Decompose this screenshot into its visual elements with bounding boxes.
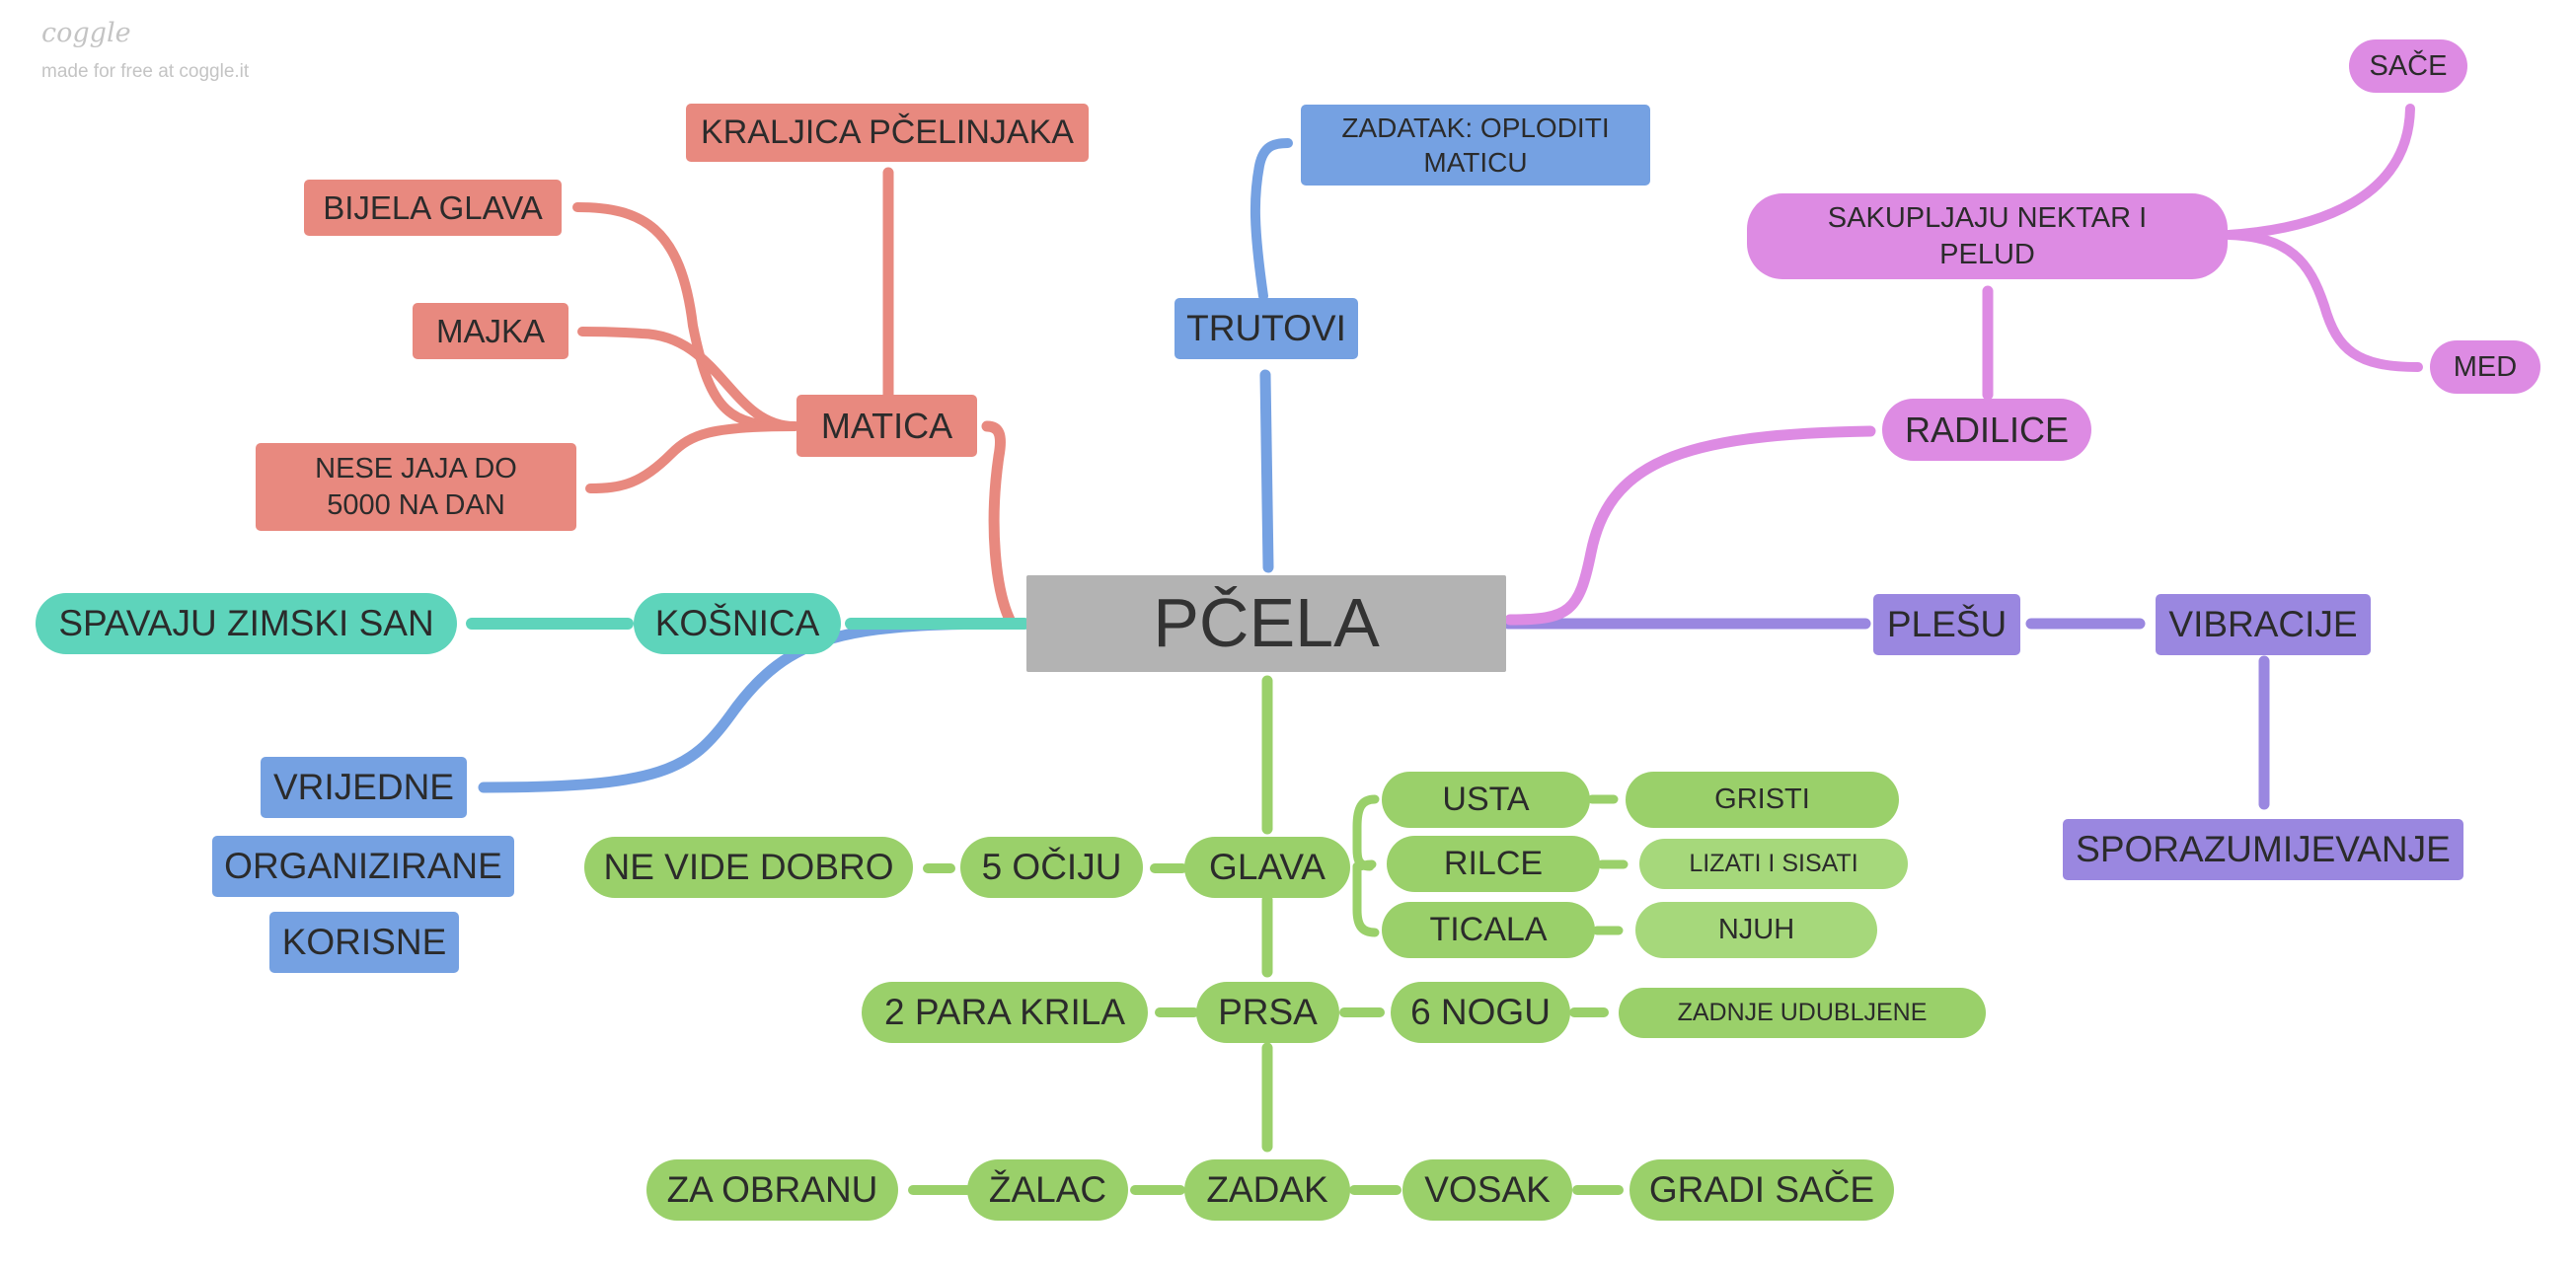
- node-matica[interactable]: MATICA: [796, 395, 977, 457]
- node-ne-vide-dobro[interactable]: NE VIDE DOBRO: [584, 837, 913, 898]
- node-sakupljaju[interactable]: SAKUPLJAJU NEKTAR I PELUD: [1747, 193, 2228, 279]
- node-rilce[interactable]: RILCE: [1387, 836, 1600, 892]
- node-njuh[interactable]: NJUH: [1635, 902, 1877, 958]
- node-prsa[interactable]: PRSA: [1196, 982, 1339, 1043]
- node-bijela-glava[interactable]: BIJELA GLAVA: [304, 180, 562, 236]
- node-root[interactable]: PČELA: [1026, 575, 1506, 672]
- link-root-matica: [981, 420, 1018, 630]
- node-gradi-sace[interactable]: GRADI SAČE: [1629, 1159, 1894, 1221]
- node-spavaju[interactable]: SPAVAJU ZIMSKI SAN: [36, 593, 457, 654]
- node-ticala[interactable]: TICALA: [1382, 902, 1595, 958]
- link-matica-majka: [577, 327, 799, 431]
- coggle-logo: coggle: [41, 18, 131, 48]
- node-vrijedne[interactable]: VRIJEDNE: [261, 757, 467, 818]
- node-nese-jaja[interactable]: NESE JAJA DO 5000 NA DAN: [256, 443, 576, 531]
- node-zadnje-udubljene[interactable]: ZADNJE UDUBLJENE: [1619, 988, 1986, 1038]
- link-root-radilice: [1504, 425, 1876, 626]
- node-korisne[interactable]: KORISNE: [269, 912, 459, 973]
- node-vibracije[interactable]: VIBRACIJE: [2156, 594, 2371, 655]
- node-sace-top[interactable]: SAČE: [2349, 39, 2467, 93]
- node-zalac[interactable]: ŽALAC: [967, 1159, 1128, 1221]
- node-radilice[interactable]: RADILICE: [1882, 399, 2091, 461]
- link-glava-bracket: [1352, 794, 1380, 937]
- node-med[interactable]: MED: [2430, 340, 2540, 394]
- node-organizirane[interactable]: ORGANIZIRANE: [212, 836, 514, 897]
- link-matica-bijela: [572, 202, 799, 431]
- node-zadak[interactable]: ZADAK: [1184, 1159, 1350, 1221]
- coggle-credit: made for free at coggle.it: [41, 61, 250, 82]
- node-majka[interactable]: MAJKA: [413, 303, 568, 359]
- node-sporazumijevanje[interactable]: SPORAZUMIJEVANJE: [2063, 819, 2463, 880]
- link-sakupljaju-sace: [2224, 104, 2415, 240]
- link-sakupljaju-med: [2224, 230, 2423, 372]
- node-kraljica[interactable]: KRALJICA PČELINJAKA: [686, 104, 1089, 162]
- node-trutovi[interactable]: TRUTOVI: [1174, 298, 1358, 359]
- node-kosnica[interactable]: KOŠNICA: [634, 593, 841, 654]
- node-lizati[interactable]: LIZATI I SISATI: [1639, 839, 1908, 889]
- node-gristi[interactable]: GRISTI: [1626, 772, 1899, 828]
- node-2-para-krila[interactable]: 2 PARA KRILA: [862, 982, 1148, 1043]
- node-glava[interactable]: GLAVA: [1184, 837, 1350, 898]
- node-usta[interactable]: USTA: [1382, 772, 1590, 828]
- node-5-ociju[interactable]: 5 OČIJU: [960, 837, 1143, 898]
- link-trutovi-zadatak: [1250, 138, 1293, 301]
- node-6-nogu[interactable]: 6 NOGU: [1391, 982, 1570, 1043]
- link-root-trutovi: [1259, 369, 1274, 573]
- link-matica-nese: [585, 421, 799, 493]
- node-plesu[interactable]: PLEŠU: [1873, 594, 2020, 655]
- node-zadatak[interactable]: ZADATAK: OPLODITI MATICU: [1301, 105, 1650, 186]
- node-za-obranu[interactable]: ZA OBRANU: [646, 1159, 898, 1221]
- node-vosak[interactable]: VOSAK: [1402, 1159, 1572, 1221]
